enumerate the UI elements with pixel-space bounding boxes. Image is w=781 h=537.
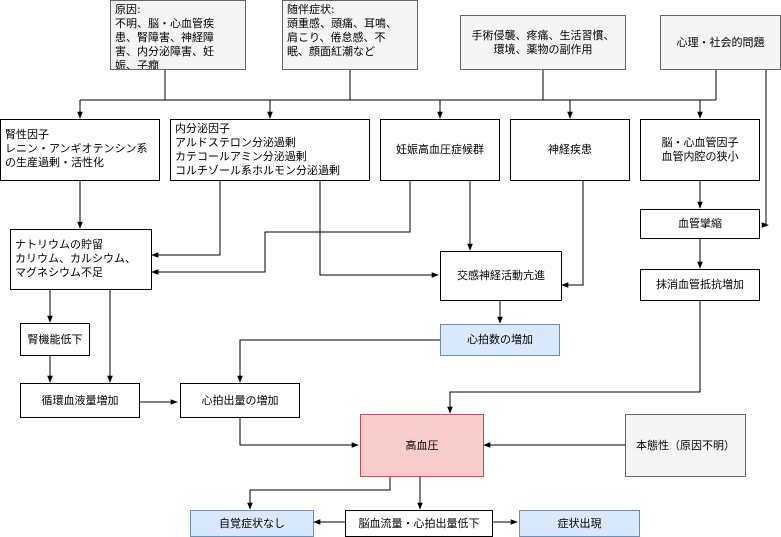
- cerebro-line-2: 血管内腔の狭小: [661, 150, 739, 163]
- factors-line-2: 環境、薬物の副作用: [493, 42, 593, 56]
- hypertension-node: 高血圧: [360, 414, 484, 477]
- psycho-label: 心理・社会的問題: [676, 35, 765, 49]
- symptoms-line-3: 肩こり、倦怠感、不: [287, 31, 386, 44]
- sympathetic-label: 交感神経活動亢進: [457, 269, 545, 282]
- cardiac-output-node: 心拍出量の増加: [180, 383, 300, 418]
- cause-line-1: 原因:: [115, 3, 141, 16]
- symptoms-line-1: 随伴症状:: [287, 3, 335, 16]
- symptoms-line-2: 頭重感、頭痛、耳鳴、: [287, 17, 397, 30]
- cerebro-line-1: 脳・心血管因子: [661, 136, 739, 149]
- essential-node: 本態性（原因不明）: [625, 414, 746, 477]
- renal-factor-node: 腎性因子 レニン・アンギオテンシン系 の生産過剰・活性化: [0, 119, 160, 181]
- cause-line-2: 不明、脳・心血管疾: [115, 17, 214, 30]
- blood-volume-node: 循環血液量増加: [20, 383, 140, 418]
- edge-pregnancy-sodium: [151, 181, 411, 275]
- pregnancy-label: 妊娠高血圧症候群: [396, 143, 484, 156]
- symptom-onset-node: 症状出現: [519, 510, 640, 537]
- spasm-label: 血管攣縮: [678, 217, 722, 230]
- cardiac-output-label: 心拍出量の増加: [201, 393, 279, 407]
- edge-heart-rate-cardiac-output: [237, 339, 440, 383]
- flow-decrease-node: 脳血流量・心拍出量低下: [345, 510, 493, 537]
- psycho-node: 心理・社会的問題: [660, 15, 781, 70]
- no-symptoms-node: 自覚症状なし: [190, 510, 314, 537]
- renal-decline-label: 腎機能低下: [27, 332, 83, 346]
- edge-endocrine-sympathetic: [319, 181, 439, 278]
- pregnancy-node: 妊娠高血圧症候群: [380, 119, 500, 181]
- flow-decrease-label: 脳血流量・心拍出量低下: [358, 516, 480, 530]
- endocrine-factor-node: 内分泌因子 アルドステロン分泌過剰 カテコールアミン分泌過剰 コルチゾール系ホル…: [170, 119, 370, 181]
- factors-node: 手術侵襲、疼痛、生活習慣、 環境、薬物の副作用: [460, 15, 626, 70]
- renal-decline-node: 腎機能低下: [20, 323, 90, 356]
- hypertension-label: 高血圧: [405, 438, 439, 452]
- cause-line-3: 患、腎障害、神経障: [115, 31, 214, 44]
- symptoms-line-4: 眠、顔面紅潮など: [287, 45, 375, 58]
- cerebro-node: 脳・心血管因子 血管内腔の狭小: [640, 119, 760, 181]
- cause-line-4: 害、内分泌障害、妊: [115, 45, 214, 58]
- cause-node: 原因: 不明、脳・心血管疾 患、腎障害、神経障 害、内分泌障害、妊 娠、子癇: [110, 0, 246, 70]
- heart-rate-node: 心拍数の増加: [440, 324, 560, 356]
- heart-rate-label: 心拍数の増加: [467, 333, 533, 346]
- edge-cardiac-output-hypertension: [239, 418, 359, 448]
- neuro-node: 神経疾患: [510, 119, 630, 181]
- endocrine-line-2: アルドステロン分泌過剰: [175, 136, 296, 149]
- sodium-line-2: カリウム、カルシウム、: [15, 252, 136, 265]
- endocrine-line-3: カテコールアミン分泌過剰: [175, 150, 307, 163]
- blood-volume-label: 循環血液量増加: [41, 393, 119, 407]
- resistance-label: 抹消血管抵抗増加: [656, 278, 744, 291]
- sodium-node: ナトリウムの貯留 カリウム、カルシウム、 マグネシウム不足: [10, 229, 152, 290]
- factors-line-1: 手術侵襲、疼痛、生活習慣、: [471, 28, 615, 42]
- no-symptoms-label: 自覚症状なし: [219, 516, 285, 530]
- sympathetic-node: 交感神経活動亢進: [440, 251, 562, 301]
- symptom-onset-label: 症状出現: [557, 516, 602, 530]
- edge-neuro-sympathetic: [561, 181, 584, 288]
- sodium-line-3: マグネシウム不足: [15, 266, 103, 279]
- renal-line-3: の生産過剰・活性化: [5, 156, 104, 169]
- endocrine-line-4: コルチゾール系ホルモン分泌過剰: [175, 164, 340, 177]
- endocrine-line-1: 内分泌因子: [175, 122, 230, 135]
- symptoms-node: 随伴症状: 頭重感、頭痛、耳鳴、 肩こり、倦怠感、不 眠、顔面紅潮など: [282, 0, 418, 70]
- edge-endocrine-sodium: [151, 181, 221, 258]
- edge-resistance-hypertension: [447, 301, 701, 414]
- essential-label: 本態性（原因不明）: [636, 438, 735, 452]
- sodium-line-1: ナトリウムの貯留: [15, 238, 103, 251]
- edge-psycho-spasm: [761, 70, 769, 228]
- renal-line-1: 腎性因子: [5, 128, 49, 141]
- spasm-node: 血管攣縮: [640, 209, 760, 239]
- edge-hypertension-no-symptoms: [247, 477, 391, 510]
- cause-line-5: 娠、子癇: [115, 59, 159, 70]
- neuro-label: 神経疾患: [548, 143, 592, 156]
- renal-line-2: レニン・アンギオテンシン系: [5, 142, 148, 155]
- resistance-node: 抹消血管抵抗増加: [640, 269, 760, 301]
